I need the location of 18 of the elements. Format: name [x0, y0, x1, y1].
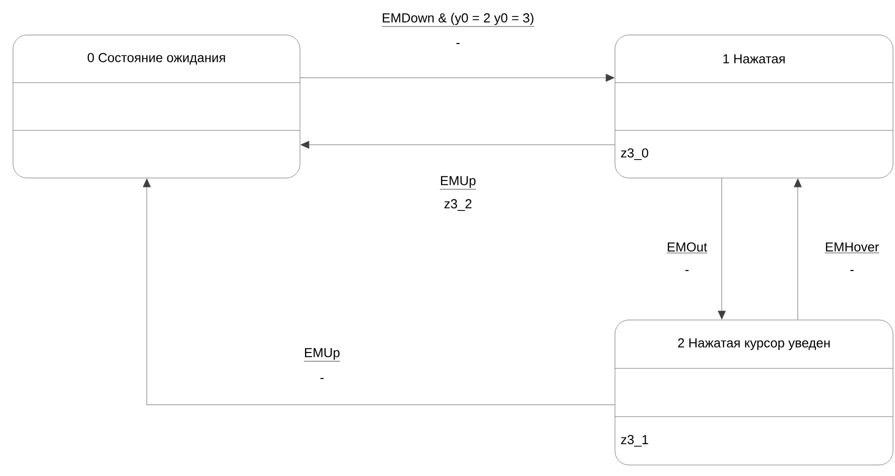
arrow — [794, 178, 802, 320]
arrow — [718, 178, 726, 320]
arrow — [142, 178, 615, 405]
arrow — [300, 74, 614, 82]
state-box: 1 Нажатая z3_0 — [614, 34, 894, 178]
action-label: - — [684, 269, 690, 275]
action-label: z3_2 — [442, 198, 474, 212]
state-box: 2 Нажатая курсор уведен z3_1 — [614, 320, 894, 466]
arrow — [300, 140, 615, 149]
edge-label: EMDown & (y0 = 2 y0 = 3) — [380, 12, 536, 28]
edge-label: EMHover — [824, 241, 880, 255]
edge-label: EMUp — [302, 347, 342, 363]
action-label: - — [318, 377, 326, 383]
action-label: - — [848, 269, 856, 275]
edge-label: EMUp — [438, 175, 478, 191]
edge-label: EMOut — [666, 241, 708, 255]
state-box: 0 Состояние ожидания — [12, 34, 300, 178]
action-label: - — [454, 42, 462, 48]
